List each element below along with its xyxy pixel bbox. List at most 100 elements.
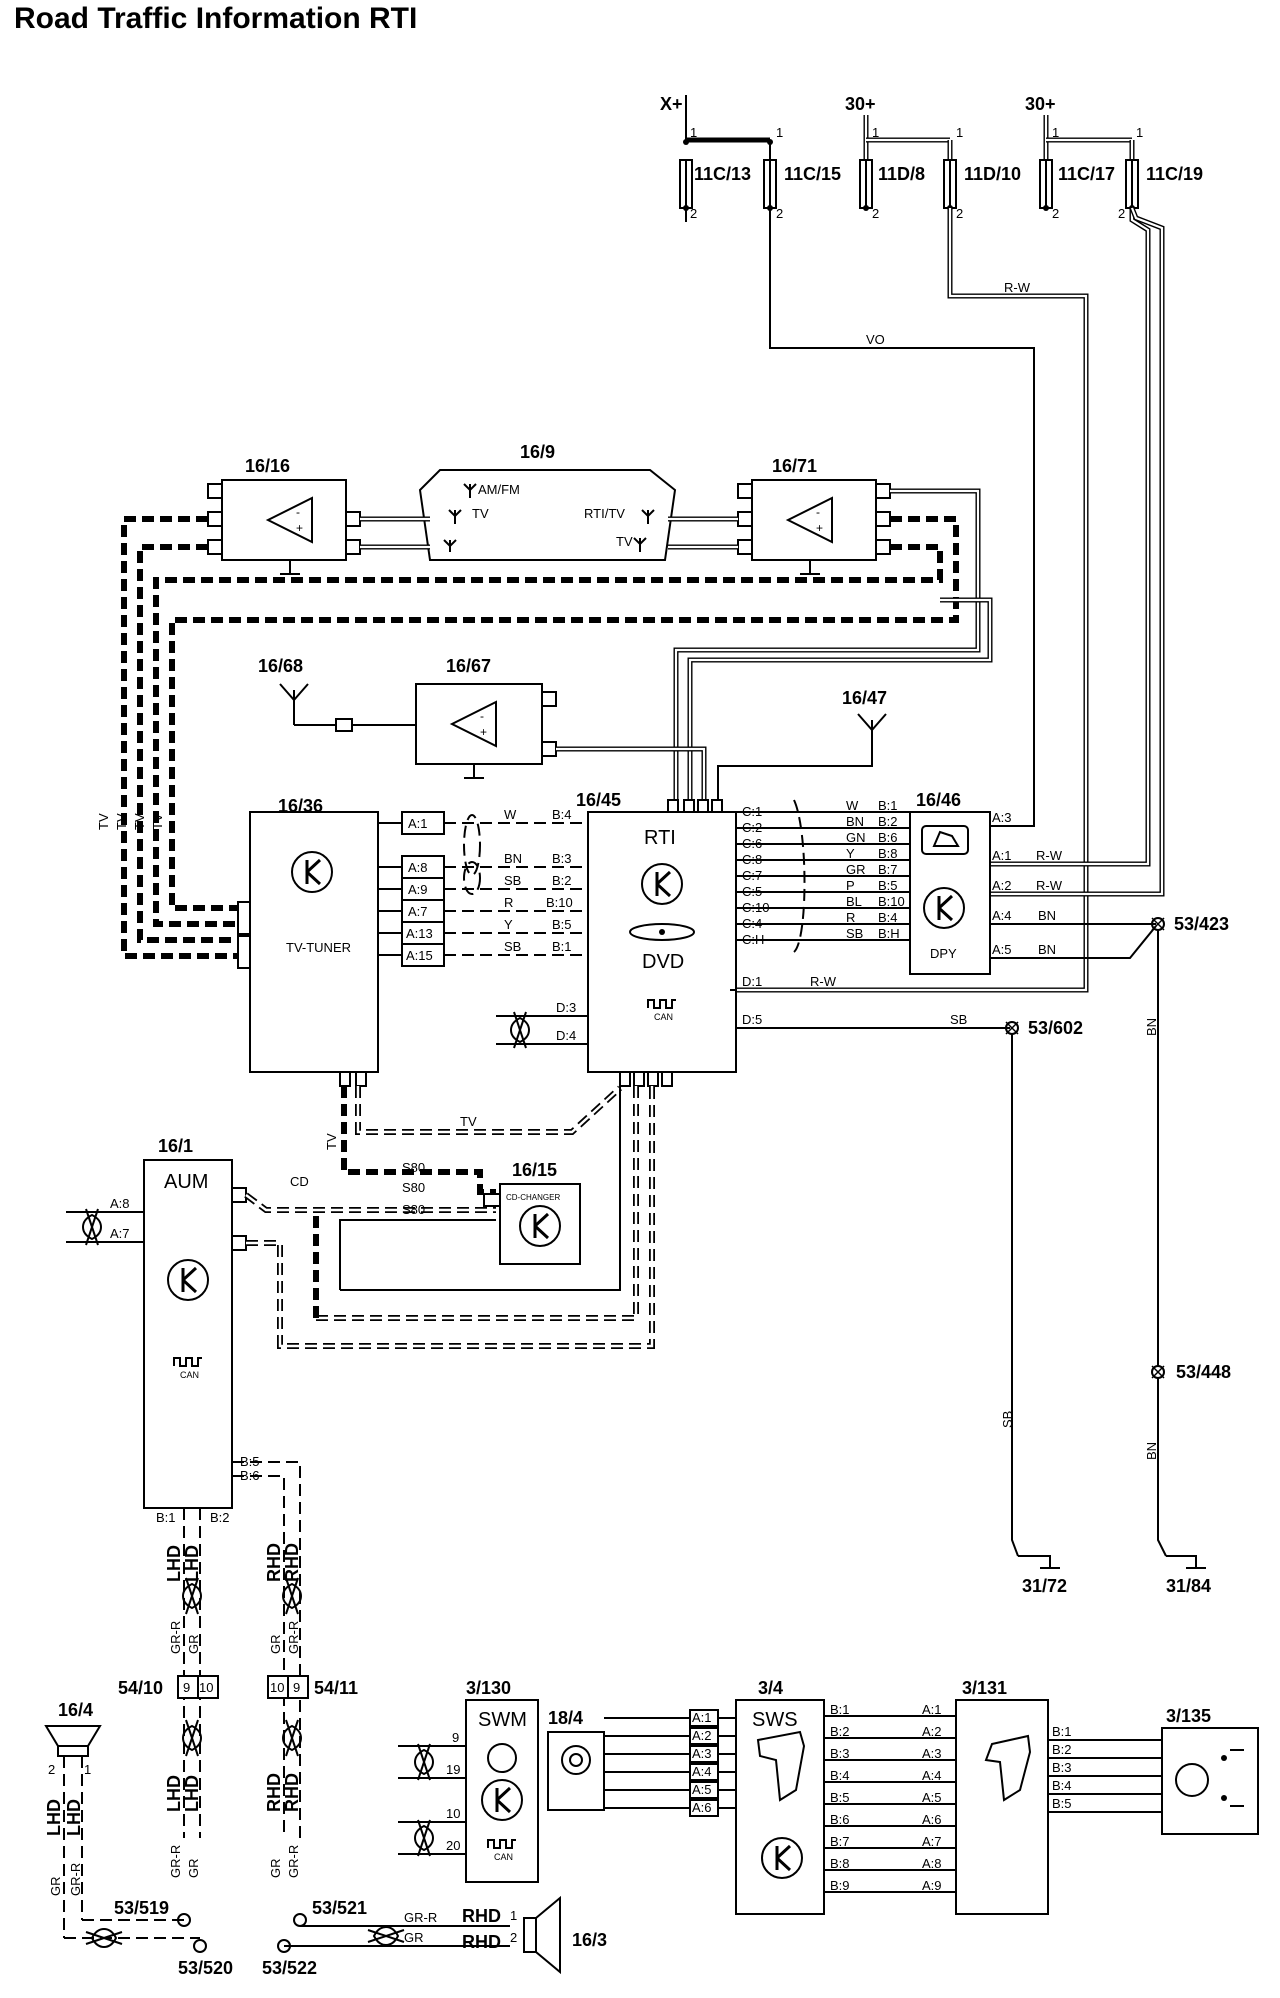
svg-text:9: 9 (452, 1730, 459, 1745)
svg-text:SB: SB (1000, 1411, 1015, 1428)
wire-color: SB (846, 926, 863, 941)
svg-text:B:6: B:6 (240, 1468, 260, 1483)
svg-text:R-W: R-W (1036, 878, 1063, 893)
svg-text:SWS: SWS (752, 1709, 798, 1731)
svg-text:TV: TV (472, 506, 489, 521)
sws-b-pin: B:7 (830, 1834, 850, 1849)
svg-text:16/15: 16/15 (512, 1160, 557, 1180)
svg-text:CAN: CAN (654, 1012, 673, 1022)
sws-b-pin: B:8 (830, 1856, 850, 1871)
svg-text:53/521: 53/521 (312, 1898, 367, 1918)
svg-text:B:5: B:5 (552, 917, 572, 932)
shield-trace (793, 799, 806, 953)
svg-text:GR: GR (404, 1930, 424, 1945)
svg-text:1: 1 (956, 125, 963, 140)
svg-text:BN: BN (1038, 908, 1056, 923)
sws-b-pin: B:5 (830, 1790, 850, 1805)
dpy-b-pin: B:1 (878, 798, 898, 813)
sws-b-pin: B:9 (830, 1878, 850, 1893)
svg-text:A:7: A:7 (408, 904, 428, 919)
svg-text:TV: TV (96, 813, 111, 830)
svg-text:RHD: RHD (462, 1932, 501, 1952)
svg-text:GR-R: GR-R (404, 1910, 437, 1925)
wire-rw-a1 (990, 208, 1151, 867)
supply-label: X+ (660, 94, 683, 114)
svg-text:A:1: A:1 (992, 848, 1012, 863)
wire-vo (769, 222, 1035, 827)
svg-text:3/135: 3/135 (1166, 1706, 1211, 1726)
sws2-a-pin: A:5 (922, 1790, 942, 1805)
svg-text:1: 1 (872, 125, 879, 140)
svg-text:A:1: A:1 (408, 816, 428, 831)
svg-text:Y: Y (504, 917, 513, 932)
svg-text:BN: BN (1038, 942, 1056, 957)
svg-text:16/47: 16/47 (842, 688, 887, 708)
sws-a-pin: A:5 (692, 1782, 712, 1797)
svg-text:R-W: R-W (810, 974, 837, 989)
svg-text:S80: S80 (402, 1160, 425, 1175)
sws-a-pin: A:1 (692, 1710, 712, 1725)
svg-text:53/520: 53/520 (178, 1958, 233, 1978)
svg-text:RHD: RHD (282, 1543, 302, 1582)
svg-text:16/9: 16/9 (520, 442, 555, 462)
svg-text:GR: GR (268, 1859, 283, 1879)
component-16-16: 16/16 (207, 456, 361, 575)
svg-text:LHD: LHD (164, 1775, 184, 1812)
svg-text:1: 1 (84, 1762, 91, 1777)
component-16-47: 16/47 (717, 688, 887, 800)
svg-text:TV: TV (460, 1114, 477, 1129)
svg-text:A:8: A:8 (408, 860, 428, 875)
svg-text:1: 1 (1052, 125, 1059, 140)
svg-text:GR: GR (186, 1635, 201, 1655)
svg-text:VO: VO (866, 332, 885, 347)
sws2-a-pin: A:9 (922, 1878, 942, 1893)
svg-text:BN: BN (504, 851, 522, 866)
svg-text:R: R (504, 895, 513, 910)
svg-text:CD: CD (290, 1174, 309, 1189)
sws-b-pin: B:4 (830, 1768, 850, 1783)
svg-text:A:7: A:7 (110, 1226, 130, 1241)
dpy-b-pin: B:4 (878, 910, 898, 925)
component-16-71: 16/71 (737, 456, 891, 575)
fuse-label: 11C/13 (694, 164, 751, 184)
svg-text:GR-R: GR-R (286, 1621, 301, 1654)
svg-text:3/130: 3/130 (466, 1678, 511, 1698)
component-16-4: 16/4 2 1 (44, 1700, 102, 1777)
svg-text:18/4: 18/4 (548, 1708, 583, 1728)
svg-text:54/11: 54/11 (314, 1678, 358, 1698)
svg-text:53/602: 53/602 (1028, 1018, 1083, 1038)
svg-text:A:2: A:2 (992, 878, 1012, 893)
svg-text:2: 2 (1118, 206, 1125, 221)
component-3-130: 3/130 SWM CAN 9 19 10 20 (446, 1678, 539, 1883)
svg-text:3/131: 3/131 (962, 1678, 1007, 1698)
svg-text:S80: S80 (402, 1202, 425, 1217)
svg-text:9: 9 (183, 1680, 190, 1695)
component-16-3: 1 2 16/3 (510, 1895, 607, 1975)
supply-label: 30+ (845, 94, 876, 114)
svg-text:GR-R: GR-R (68, 1863, 83, 1896)
svg-text:RHD: RHD (282, 1773, 302, 1812)
fuse-group-30-a: 30+ 1 1 2 2 11D/8 11D/10 (845, 94, 1021, 221)
svg-text:W: W (504, 807, 517, 822)
svg-text:R-W: R-W (1036, 848, 1063, 863)
component-3-131: 3/131 (955, 1678, 1049, 1915)
wire-color: Y (846, 846, 855, 861)
svg-text:2: 2 (690, 206, 697, 221)
svg-text:LHD: LHD (182, 1545, 202, 1582)
svg-text:53/448: 53/448 (1176, 1362, 1231, 1382)
wire-color: GR (846, 862, 866, 877)
svg-text:16/4: 16/4 (58, 1700, 93, 1720)
tuner-pins: A:1 A:8 A:9 A:7 A:13 A:15 (401, 811, 445, 967)
dpy-b-pin: B:5 (878, 878, 898, 893)
ground-31-72: 31/72 (1022, 1576, 1067, 1596)
svg-text:LHD: LHD (182, 1775, 202, 1812)
dpy-b-pin: B:2 (878, 814, 898, 829)
svg-text:TV: TV (132, 813, 147, 830)
svg-text:AUM: AUM (164, 1171, 208, 1193)
component-16-68: 16/68 (258, 656, 416, 732)
dpy-a-pins: A:3 A:1 A:2 A:4 A:5 (992, 810, 1012, 957)
dpy-b-pin: B:7 (878, 862, 898, 877)
svg-text:R-W: R-W (1004, 280, 1031, 295)
